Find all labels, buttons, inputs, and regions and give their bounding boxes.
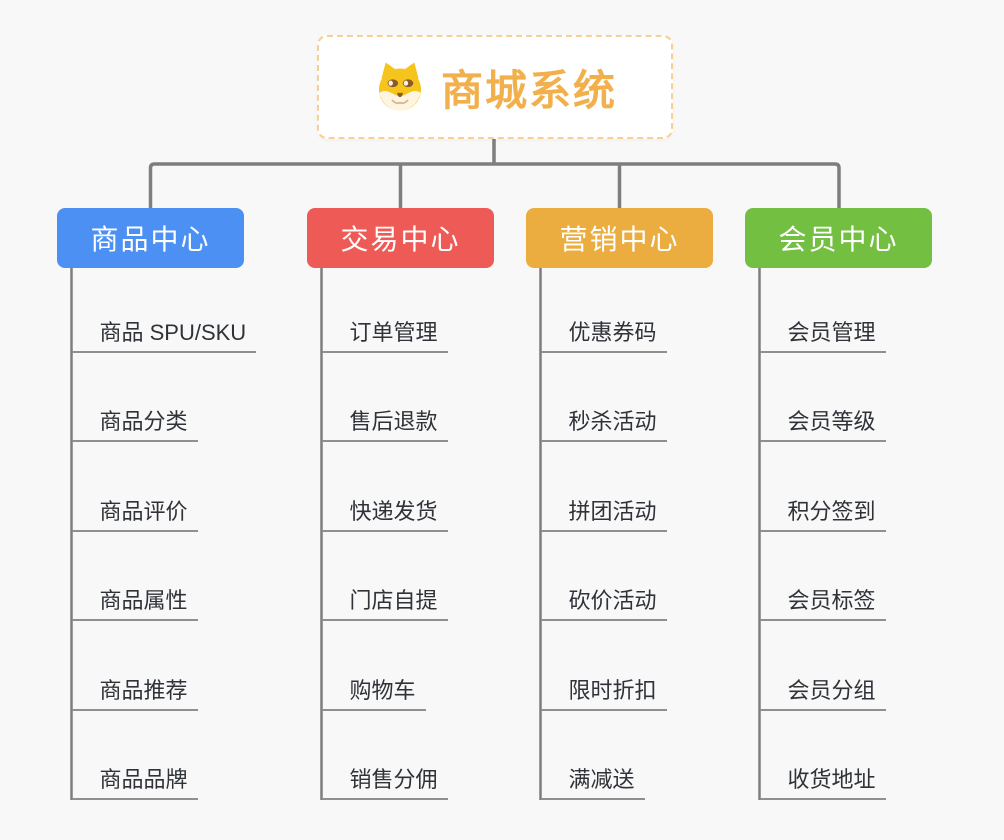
leaf-node[interactable]: 会员管理 xyxy=(759,315,886,353)
leaf-node[interactable]: 商品评价 xyxy=(71,494,198,532)
leaf-node[interactable]: 商品品牌 xyxy=(71,762,198,800)
leaf-node[interactable]: 拼团活动 xyxy=(540,494,667,532)
leaf-node[interactable]: 商品分类 xyxy=(71,404,198,442)
leaf-node[interactable]: 秒杀活动 xyxy=(540,404,667,442)
leaf-node[interactable]: 销售分佣 xyxy=(321,762,448,800)
leaf-node[interactable]: 快递发货 xyxy=(321,494,448,532)
root-node-label: 商城系统 xyxy=(440,66,617,114)
root-node[interactable]: 商城系统 xyxy=(317,35,673,139)
branch-node[interactable]: 交易中心 xyxy=(307,208,494,268)
leaf-node[interactable]: 砍价活动 xyxy=(540,583,667,621)
leaf-node[interactable]: 会员等级 xyxy=(759,404,886,442)
leaf-node[interactable]: 优惠券码 xyxy=(540,315,667,353)
leaf-node[interactable]: 限时折扣 xyxy=(540,673,667,711)
branch-node[interactable]: 商品中心 xyxy=(57,208,244,268)
leaf-node[interactable]: 满减送 xyxy=(540,762,645,800)
leaf-node[interactable]: 购物车 xyxy=(321,673,426,711)
leaf-node[interactable]: 积分签到 xyxy=(759,494,886,532)
branch-node[interactable]: 营销中心 xyxy=(526,208,713,268)
branch-node[interactable]: 会员中心 xyxy=(745,208,932,268)
leaf-node[interactable]: 会员分组 xyxy=(759,673,886,711)
branch-node-label: 营销中心 xyxy=(559,224,680,255)
leaf-node[interactable]: 商品 SPU/SKU xyxy=(71,315,257,353)
leaf-node[interactable]: 门店自提 xyxy=(321,583,448,621)
leaf-node[interactable]: 会员标签 xyxy=(759,583,886,621)
leaf-node[interactable]: 商品属性 xyxy=(71,583,198,621)
leaf-node[interactable]: 订单管理 xyxy=(321,315,448,353)
leaf-node[interactable]: 商品推荐 xyxy=(71,673,198,711)
leaf-node[interactable]: 售后退款 xyxy=(321,404,448,442)
branch-node-label: 交易中心 xyxy=(340,224,461,255)
branch-node-label: 商品中心 xyxy=(90,224,211,255)
shiba-dog-icon xyxy=(378,62,422,111)
leaf-node[interactable]: 收货地址 xyxy=(759,762,886,800)
branch-node-label: 会员中心 xyxy=(778,224,899,255)
